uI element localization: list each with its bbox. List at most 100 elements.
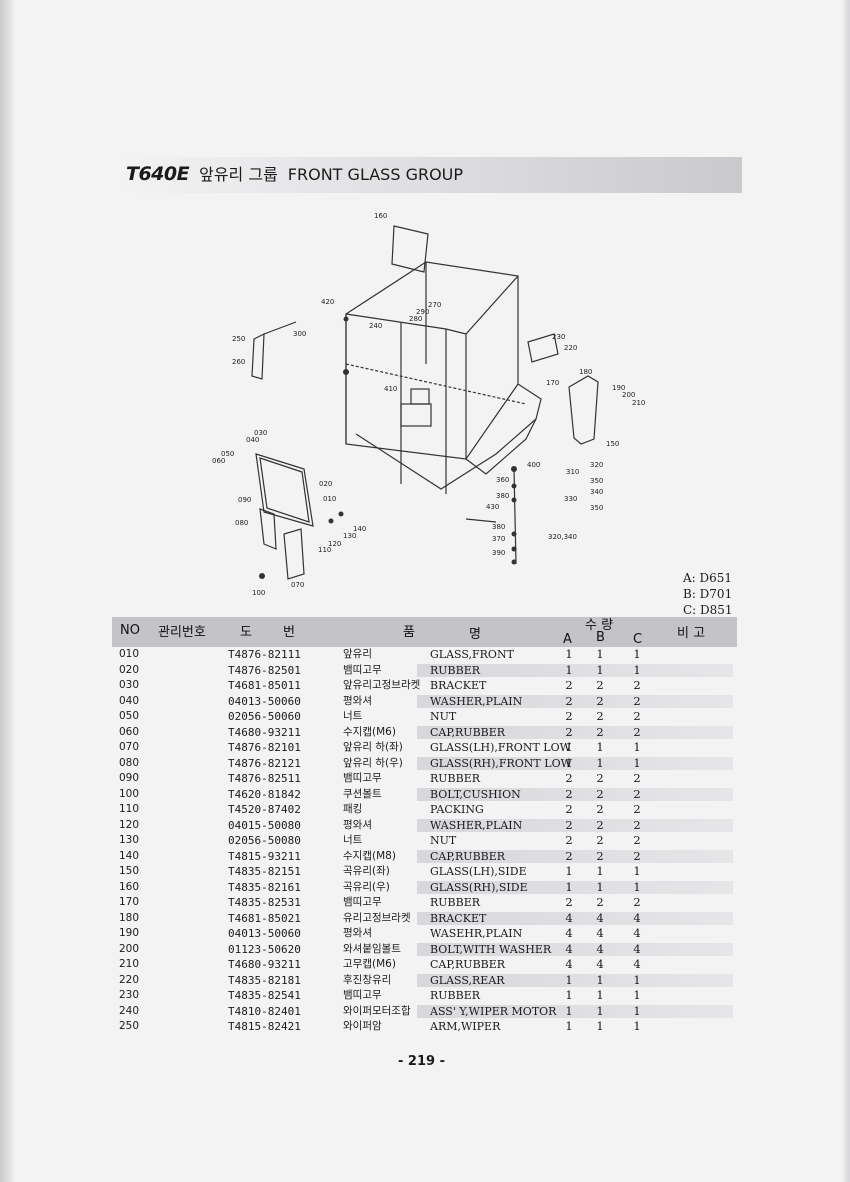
part-number-cell: T4681-85011	[228, 679, 301, 692]
callout-270: 270	[428, 301, 441, 309]
qty-a-cell: 4	[565, 926, 573, 940]
english-name-cell: WASHER,PLAIN	[430, 818, 523, 832]
col-header-a: A	[563, 632, 572, 647]
glass-part-070	[283, 528, 305, 580]
parts-table-header	[112, 617, 737, 647]
part-no-cell: 110	[119, 803, 140, 815]
korean-name-cell: 앞유리고정브라켓	[343, 679, 421, 691]
english-name-cell: CAP,RUBBER	[430, 849, 506, 863]
english-name-cell: GLASS(RH),SIDE	[430, 880, 528, 894]
part-number-cell: 01123-50620	[228, 942, 301, 956]
korean-name-cell: 곡유리(우)	[343, 880, 390, 893]
qty-c-cell: 2	[633, 724, 641, 739]
english-name-cell: CAP,RUBBER	[430, 958, 506, 971]
callout-280: 280	[409, 315, 422, 323]
glass-part-230	[527, 333, 559, 363]
english-name-cell: RUBBER	[430, 663, 481, 677]
callout-380: 380	[496, 492, 509, 500]
english-name-cell: BRACKET	[430, 679, 487, 692]
callout-250: 250	[232, 335, 245, 343]
qty-a-cell: 1	[565, 755, 573, 770]
callout-360: 360	[496, 476, 509, 484]
callout-050: 050	[221, 450, 234, 458]
qty-a-cell: 2	[565, 678, 573, 692]
korean-name-cell: 수지캡(M6)	[343, 725, 396, 738]
variant-c: C: D851	[683, 603, 733, 617]
part-no-cell: 150	[119, 865, 140, 877]
qty-c-cell: 2	[633, 817, 641, 832]
qty-c-cell: 4	[633, 926, 641, 940]
part-number-cell: T4620-81842	[228, 787, 301, 801]
qty-b-cell: 2	[596, 895, 604, 909]
korean-name-cell: 앞유리	[343, 648, 372, 660]
qty-b-cell: 1	[596, 647, 604, 661]
part-number-cell: T4835-82541	[228, 989, 301, 1002]
part-no-cell: 130	[119, 834, 140, 846]
qty-a-cell: 1	[565, 988, 573, 1002]
fitting-part-420	[343, 316, 349, 322]
part-no-cell: 240	[119, 1004, 140, 1017]
col-header-qty: 수 량	[585, 618, 614, 633]
qty-b-cell: 4	[596, 957, 604, 971]
title-bar	[118, 157, 742, 193]
fitting-part-410	[343, 369, 349, 375]
qty-a-cell: 2	[565, 709, 573, 723]
callout-420: 420	[321, 298, 334, 306]
qty-b-cell: 1	[596, 1003, 604, 1018]
qty-b-cell: 4	[596, 910, 604, 925]
callout-340: 340	[590, 488, 603, 496]
english-name-cell: GLASS,REAR	[430, 973, 505, 987]
col-header-part-2: 번	[283, 625, 295, 640]
qty-b-cell: 2	[596, 678, 604, 692]
korean-name-cell: 앞유리 하(우)	[343, 756, 403, 769]
part-no-cell: 200	[119, 942, 140, 955]
part-number-cell: T4876-82121	[228, 756, 301, 770]
qty-a-cell: 1	[565, 1019, 573, 1033]
korean-name-cell: 곡유리(좌)	[343, 865, 390, 877]
part-number-cell: 04015-50080	[228, 818, 301, 832]
callout-390: 390	[492, 549, 505, 557]
qty-c-cell: 2	[633, 833, 641, 847]
page-binding-edge	[0, 0, 14, 1182]
callout-030: 030	[254, 429, 267, 437]
part-number-cell: T4810-82401	[228, 1004, 301, 1018]
qty-a-cell: 1	[565, 1003, 573, 1018]
korean-name-cell: 패킹	[343, 803, 363, 815]
qty-b-cell: 2	[596, 848, 604, 863]
english-name-cell: GLASS(LH),SIDE	[430, 865, 527, 878]
qty-c-cell: 2	[633, 848, 641, 863]
qty-a-cell: 1	[565, 972, 573, 987]
qty-b-cell: 1	[596, 988, 604, 1002]
part-no-cell: 010	[119, 648, 140, 660]
nut-part-370	[511, 546, 517, 552]
variant-b: B: D701	[683, 587, 733, 601]
qty-b-cell: 2	[596, 802, 604, 816]
part-no-cell: 070	[119, 741, 140, 753]
part-number-cell: 04013-50060	[228, 694, 301, 708]
part-no-cell: 210	[119, 958, 140, 970]
korean-name-cell: 뱀띠고무	[343, 663, 382, 676]
qty-a-cell: 2	[565, 895, 573, 909]
korean-name-cell: 와이퍼암	[343, 1020, 382, 1032]
english-name-cell: PACKING	[430, 803, 484, 816]
korean-name-cell: 와셔붙임볼트	[343, 942, 401, 955]
callout-160: 160	[374, 212, 387, 220]
korean-name-cell: 평와셔	[343, 694, 372, 707]
callout-260: 260	[232, 358, 245, 366]
callout-240: 240	[369, 322, 382, 330]
english-name-cell: NUT	[430, 710, 457, 723]
qty-b-cell: 1	[596, 755, 604, 770]
part-number-cell: 02056-50060	[228, 710, 301, 723]
qty-b-cell: 2	[596, 709, 604, 723]
english-name-cell: RUBBER	[430, 896, 481, 909]
part-number-cell: T4876-82101	[228, 741, 301, 754]
callout-130: 130	[343, 532, 356, 540]
page-right-edge	[842, 0, 850, 1182]
